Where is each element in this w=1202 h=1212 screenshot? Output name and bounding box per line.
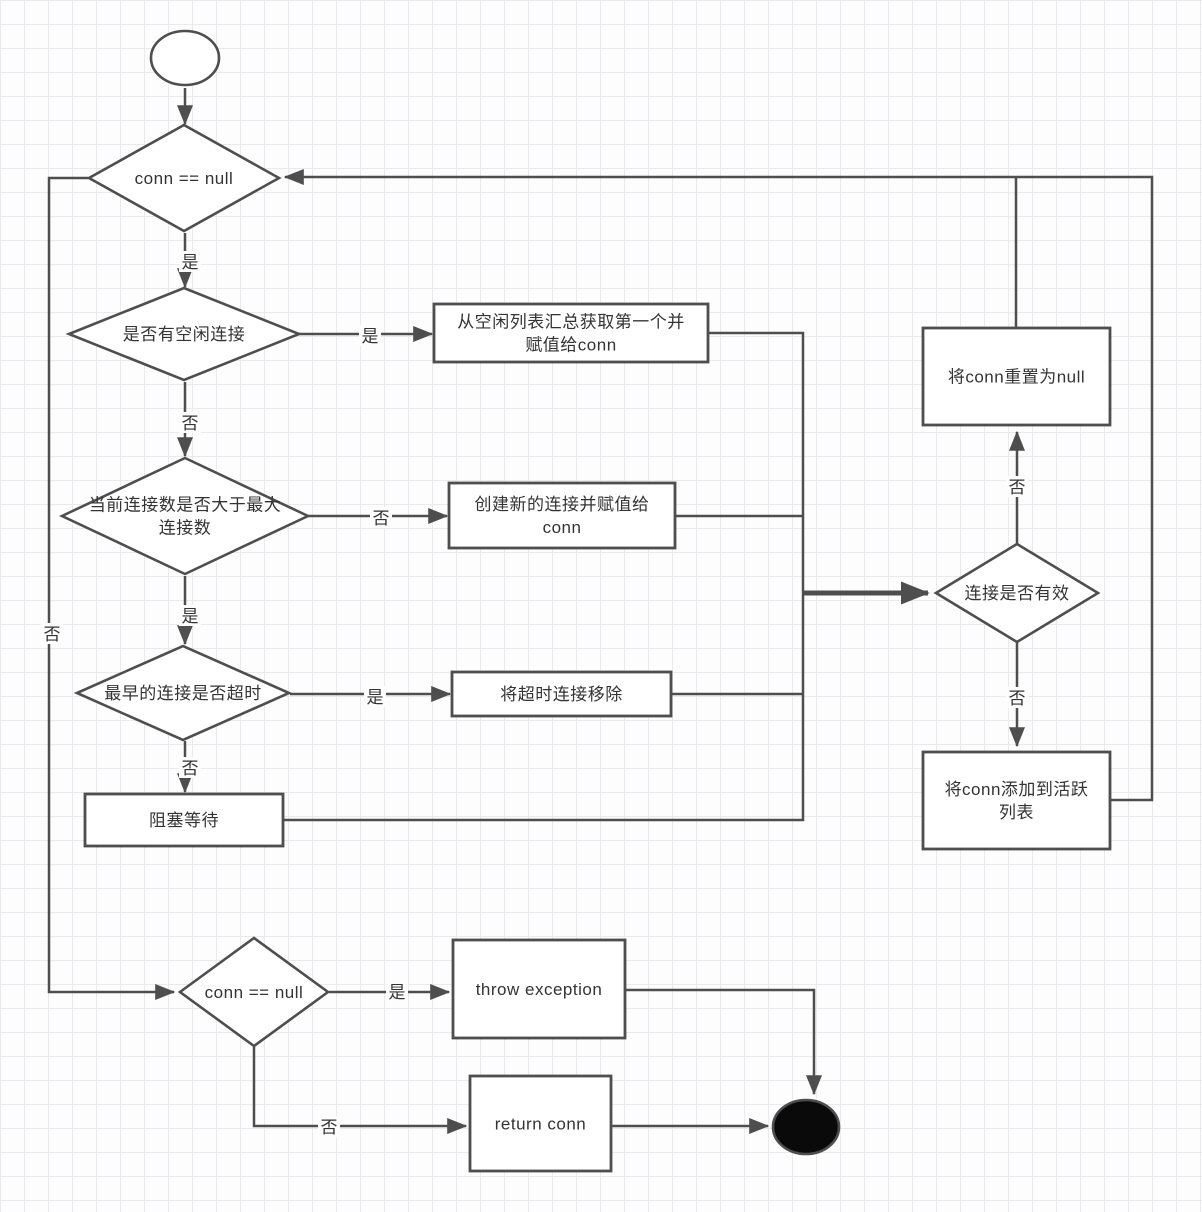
process-add-conn-to-active-list-label: 列表 bbox=[999, 803, 1034, 822]
edge-max-yes-down-label: 是 bbox=[182, 607, 199, 626]
process-add-conn-to-active-list-label: 将conn添加到活跃 bbox=[945, 780, 1089, 799]
decision-conn-null-bottom bbox=[177, 936, 331, 1048]
end-node bbox=[771, 1098, 841, 1156]
process-throw-exception-label: throw exception bbox=[476, 980, 603, 999]
process-get-first-from-idle-list-label: 从空闲列表汇总获取第一个并 bbox=[457, 312, 685, 331]
process-return-conn bbox=[468, 1074, 613, 1173]
edge-timeout-yes-right-label: 是 bbox=[367, 688, 384, 707]
process-block-and-wait-label: 阻塞等待 bbox=[149, 811, 219, 830]
edge-conn-null-yes-down-label: 是 bbox=[182, 253, 199, 272]
decision-earliest-connection-timeout-label: 最早的连接是否超时 bbox=[104, 684, 262, 703]
process-reset-conn-to-null bbox=[921, 326, 1112, 427]
edge-idle-no-down-label: 否 bbox=[182, 414, 199, 433]
edge-idle-yes-right-label-bg bbox=[359, 325, 381, 346]
start-node bbox=[149, 29, 221, 87]
edge-conn-null-no-left-down-label-bg bbox=[41, 623, 63, 644]
process-create-new-connection-label: conn bbox=[543, 518, 582, 537]
edge-throw-to-end bbox=[626, 988, 822, 1096]
decision-conn-null-top bbox=[86, 123, 282, 233]
decision-count-greater-than-max-label: 当前连接数是否大于最大 bbox=[89, 495, 282, 514]
edge-valid-no-up-to-reset-label: 否 bbox=[1009, 478, 1026, 497]
process-remove-timeout-connection-label: 将超时连接移除 bbox=[500, 685, 623, 704]
edge-bus-from-idle-box bbox=[283, 331, 805, 822]
decision-earliest-connection-timeout bbox=[73, 644, 293, 742]
edge-max-no-right-label-bg bbox=[370, 507, 392, 528]
process-create-new-connection-label: 创建新的连接并赋值给 bbox=[475, 495, 650, 514]
edge-conn-null2-no-down-label: 否 bbox=[321, 1118, 338, 1137]
decision-conn-null-top-label: conn == null bbox=[135, 169, 234, 188]
edge-timeout-yes-right-label-bg bbox=[364, 686, 386, 707]
edge-valid-no-up-to-reset-label-bg bbox=[1006, 476, 1028, 497]
decision-count-greater-than-max-label: 连接数 bbox=[159, 518, 212, 537]
edge-valid-no-down-to-active-label-bg bbox=[1006, 687, 1028, 708]
edge-conn-null2-yes-right-label-bg bbox=[386, 981, 408, 1002]
edge-conn-null2-no-down-label-bg bbox=[318, 1116, 340, 1137]
decision-has-idle-connection-label: 是否有空闲连接 bbox=[123, 325, 246, 344]
edge-timeout-no-down-label-bg bbox=[179, 757, 201, 778]
edge-valid-no-down-to-active-label: 否 bbox=[1009, 689, 1026, 708]
process-return-conn-label: return conn bbox=[495, 1114, 587, 1133]
process-block-and-wait bbox=[83, 792, 285, 848]
process-add-conn-to-active-list bbox=[921, 750, 1112, 851]
process-throw-exception bbox=[451, 938, 627, 1040]
edge-conn-null2-no-down bbox=[252, 1047, 468, 1134]
process-create-new-connection bbox=[447, 481, 677, 550]
edge-conn-null2-yes-right-label: 是 bbox=[389, 983, 406, 1002]
edge-idle-no-down-label-bg bbox=[179, 412, 201, 433]
process-get-first-from-idle-list-label: 赋值给conn bbox=[525, 335, 616, 354]
process-remove-timeout-connection bbox=[450, 670, 673, 718]
decision-connection-valid-label: 连接是否有效 bbox=[965, 584, 1070, 603]
edge-timeout-no-down-label: 否 bbox=[182, 759, 199, 778]
decision-count-greater-than-max bbox=[58, 456, 312, 576]
edge-max-yes-down-label-bg bbox=[179, 605, 201, 626]
edge-conn-null-yes-down-label-bg bbox=[179, 251, 201, 272]
edge-conn-null-no-left-down bbox=[47, 176, 176, 1000]
decision-connection-valid bbox=[933, 542, 1101, 644]
edge-idle-yes-right-label: 是 bbox=[362, 327, 379, 346]
edge-active-list-loop-to-top bbox=[283, 169, 1154, 802]
decision-has-idle-connection bbox=[65, 286, 303, 382]
decision-conn-null-bottom-label: conn == null bbox=[205, 983, 304, 1002]
edge-conn-null-no-left-down-label: 否 bbox=[44, 625, 61, 644]
edge-max-no-right-label: 否 bbox=[373, 509, 390, 528]
process-reset-conn-to-null-label: 将conn重置为null bbox=[948, 367, 1085, 386]
process-get-first-from-idle-list bbox=[432, 302, 710, 364]
